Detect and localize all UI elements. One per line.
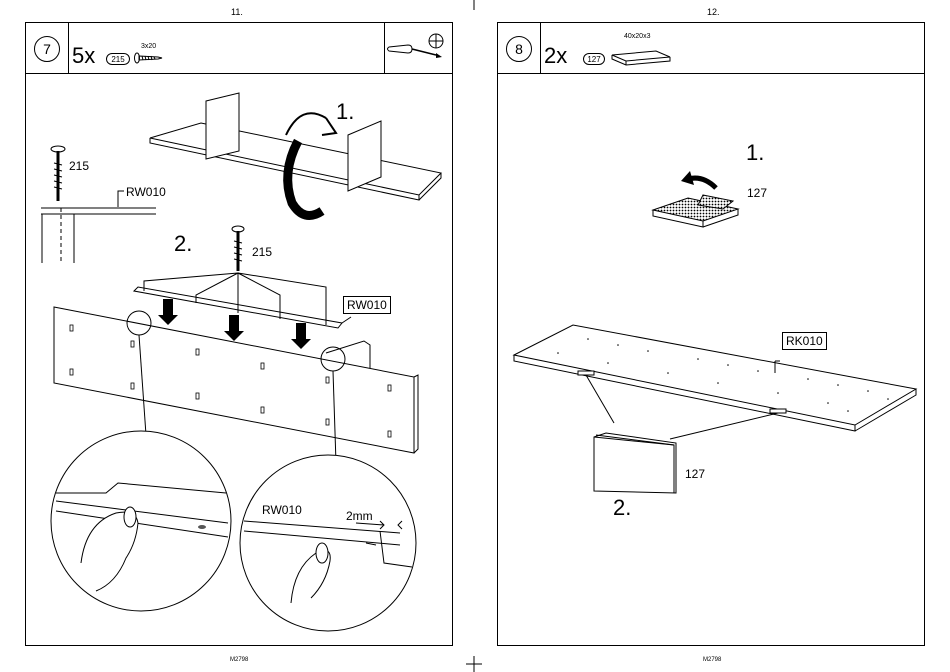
part-label: 127: [685, 467, 705, 481]
gap-label: 2mm: [346, 509, 373, 523]
felt-pad-drawing: [653, 171, 738, 227]
assembly-illustration: [498, 23, 926, 647]
substep-number: 2.: [613, 495, 631, 521]
long-panel-drawing: [514, 325, 916, 439]
detail-circle-right: [240, 455, 416, 631]
detail-circle-left: [51, 431, 231, 611]
substep-number: 2.: [174, 231, 192, 257]
substep-number: 1.: [336, 99, 354, 125]
screw-detail-drawing: [41, 146, 156, 263]
panel-callout: RW010: [343, 296, 391, 314]
panel-callout: RK010: [782, 332, 827, 350]
part-label: 215: [252, 245, 272, 259]
instruction-page-step-8: 8 2x 127 40x20x3: [497, 22, 925, 646]
part-label: 215: [69, 159, 89, 173]
panel-label: RW010: [126, 185, 166, 199]
substep-number: 1.: [746, 140, 764, 166]
part-label: 127: [747, 186, 767, 200]
assembly-illustration: [26, 23, 454, 647]
panel-label: RW010: [262, 503, 302, 517]
felt-pad-block-drawing: [594, 433, 676, 493]
instruction-page-step-7: 7 5x 215 3x20: [25, 22, 453, 646]
